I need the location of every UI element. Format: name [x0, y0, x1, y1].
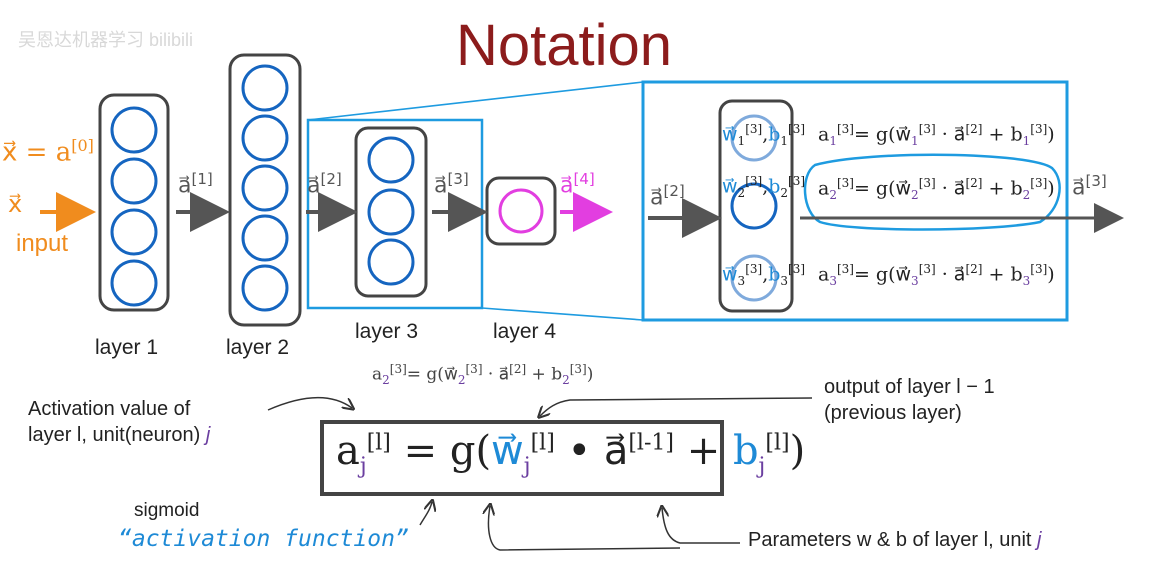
zoom-neuron [730, 254, 778, 302]
neuron [110, 157, 158, 205]
zoom-param-1: w⃗1[3],b1[3] [722, 122, 806, 149]
layer4-neuron [498, 188, 544, 234]
page-title: Notation [456, 13, 673, 78]
neuron [241, 214, 289, 262]
layer4-box [485, 176, 557, 246]
neuron [241, 264, 289, 312]
layer2-label: layer 2 [226, 336, 290, 359]
zoom-panel [641, 80, 1069, 322]
example-equation: a2[3]= g(w⃗2[3] · a⃗[2] + b2[3]) [372, 362, 594, 388]
layer2-neurons [241, 64, 289, 312]
general-equation: aj[l] = g(w⃗j[l] • a⃗[l-1] + bj[l]) [336, 428, 806, 479]
output-annotation-line2: (previous layer) [824, 402, 962, 424]
layer1-box [98, 93, 170, 312]
neuron [367, 136, 415, 184]
zoom-neurons [730, 114, 778, 302]
zoom-neuron [730, 114, 778, 162]
activation-annotation-line1: Activation value of [28, 398, 191, 420]
zoom-equation-1: a1[3]= g(w⃗1[3] · a⃗[2] + b1[3]) [818, 122, 1055, 149]
input-label: input [16, 230, 69, 257]
layer2-box [228, 53, 302, 327]
x-vector-label: x⃗ [8, 190, 23, 218]
zoom-equation-3: a3[3]= g(w⃗3[3] · a⃗[2] + b3[3]) [818, 262, 1055, 289]
layer1-neurons [110, 106, 158, 307]
general-equation-box [320, 420, 724, 496]
zoom-line-top [307, 81, 644, 121]
a4-label: a⃗[4] [560, 170, 595, 199]
layer3-neurons [367, 136, 415, 286]
x-equals-a0-label: x⃗ = a[0] [2, 136, 94, 168]
zoom-out-label: a⃗[3] [1072, 172, 1107, 201]
a2-label: a⃗[2] [307, 170, 342, 199]
equation2-highlight-loop [803, 153, 1061, 231]
output-annotation-line1: output of layer l − 1 [824, 376, 995, 398]
annotation-curve-output [540, 397, 813, 416]
annotation-curve-parameters-w [488, 506, 681, 551]
sigmoid-label: sigmoid [134, 500, 200, 521]
annotation-curve-sigmoid [419, 502, 432, 526]
neuron [110, 106, 158, 154]
watermark: 吴恩达机器学习 bilibili [18, 30, 194, 50]
annotation-curve-parameters [662, 508, 740, 544]
layer3-label: layer 3 [355, 320, 419, 343]
neuron [241, 164, 289, 212]
layer4-label: layer 4 [493, 320, 557, 343]
annotation-curve-activation [267, 397, 352, 410]
neuron [241, 114, 289, 162]
zoom-param-3: w⃗3[3],b3[3] [722, 262, 806, 289]
activation-annotation-line2: layer l, unit(neuron) j [28, 424, 211, 446]
neuron [367, 188, 415, 236]
neuron [367, 238, 415, 286]
parameters-annotation: Parameters w & b of layer l, unit j [748, 529, 1042, 551]
zoom-equation-2: a2[3]= g(w⃗2[3] · a⃗[2] + b2[3]) [818, 176, 1055, 203]
layer3-box [354, 126, 428, 298]
neuron [110, 259, 158, 307]
activation-function-label: “activation function” [118, 526, 409, 552]
a1-label: a⃗[1] [178, 170, 213, 199]
neuron [110, 208, 158, 256]
zoom-in-label: a⃗[2] [650, 182, 685, 211]
a3-label: a⃗[3] [434, 170, 469, 199]
neuron [241, 64, 289, 112]
zoom-param-2: w⃗2[3],b2[3] [722, 174, 806, 201]
zoom-neuron [730, 182, 778, 230]
layer1-label: layer 1 [95, 336, 159, 359]
zoom-line-bottom [481, 307, 644, 321]
